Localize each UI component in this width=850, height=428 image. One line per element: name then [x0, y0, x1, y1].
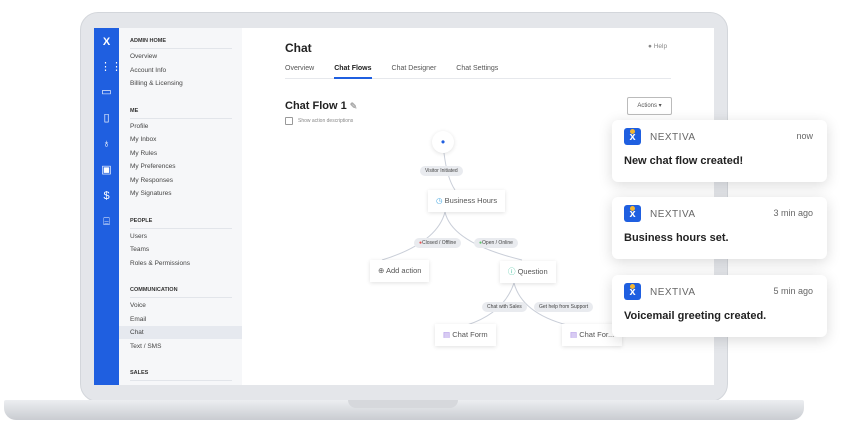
- nav-item-overview[interactable]: Overview: [130, 53, 158, 60]
- tab-chat-designer[interactable]: Chat Designer: [391, 65, 437, 72]
- node-label: Add action: [385, 266, 422, 275]
- clock-icon: ◷: [436, 196, 443, 205]
- node-label: Question: [517, 267, 548, 276]
- notification-message: New chat flow created!: [624, 155, 744, 167]
- node-chat-form-2[interactable]: ▤ Chat For...: [562, 324, 623, 346]
- nav-item-users[interactable]: Users: [130, 232, 147, 240]
- nextiva-logo-icon: x: [624, 128, 641, 145]
- notification-message: Voicemail greeting created.: [624, 310, 767, 322]
- tab-chat-settings[interactable]: Chat Settings: [456, 65, 499, 72]
- nav-item-account-info[interactable]: Account Info: [130, 66, 167, 74]
- node-question[interactable]: ⓘ Question: [500, 261, 556, 283]
- nav-section-heading: ME: [130, 108, 232, 119]
- flow-connectors: [381, 152, 568, 326]
- nav-item-roles-permissions[interactable]: Roles & Permissions: [130, 259, 190, 267]
- node-add-action[interactable]: ⊕ Add action: [370, 260, 430, 282]
- green-dot-icon: ●: [479, 240, 483, 246]
- notification-card[interactable]: x NEXTIVA 3 min ago Business hours set.: [612, 197, 827, 259]
- notification-card[interactable]: x NEXTIVA 5 min ago Voicemail greeting c…: [612, 275, 827, 337]
- nav-item-text-sms[interactable]: Text / SMS: [130, 342, 162, 350]
- node-label: Chat Form: [452, 330, 488, 339]
- nav-section-heading: COMMUNICATION: [130, 287, 232, 298]
- nav-item-teams[interactable]: Teams: [130, 246, 150, 253]
- notification-time: 3 min ago: [773, 208, 813, 218]
- page-title: Chat: [285, 41, 312, 55]
- question-icon: ⓘ: [508, 267, 516, 276]
- nav-section-heading: PEOPLE: [130, 218, 232, 229]
- nav-section-heading: SALES: [130, 370, 232, 381]
- document-icon[interactable]: ▯: [103, 112, 110, 124]
- edit-pencil-icon[interactable]: ✎: [349, 101, 358, 111]
- node-label: Business Hours: [444, 196, 498, 205]
- chat-bubble-start-icon[interactable]: ●: [432, 131, 454, 153]
- gift-icon[interactable]: ⌸: [103, 216, 110, 228]
- tab-overview[interactable]: Overview: [285, 65, 315, 72]
- notification-message: Business hours set.: [624, 232, 729, 244]
- notification-time: 5 min ago: [773, 286, 813, 296]
- edge-open-online: ●Open / Online: [474, 238, 518, 248]
- nav-item-my-inbox[interactable]: My Inbox: [130, 136, 157, 143]
- nextiva-logo-icon: x: [624, 205, 641, 222]
- notification-brand: NEXTIVA: [650, 287, 696, 298]
- flow-title-text: Chat Flow 1: [285, 100, 347, 112]
- edge-closed-offline: ●Closed / Offline: [414, 238, 462, 248]
- form-icon: ▤: [570, 330, 578, 339]
- edge-chat-with-sales: Chat with Sales: [482, 302, 527, 312]
- edge-get-help-support: Get help from Support: [534, 302, 594, 312]
- edge-label: Closed / Offline: [422, 240, 457, 246]
- nav-item-email[interactable]: Email: [130, 315, 147, 323]
- node-chat-form[interactable]: ▤ Chat Form: [435, 324, 496, 346]
- nav-item-billing-licensing[interactable]: Billing & Licensing: [130, 80, 183, 87]
- actions-dropdown[interactable]: Actions ▾: [627, 97, 672, 115]
- notification-time: now: [796, 131, 813, 141]
- nav-item-my-rules[interactable]: My Rules: [130, 149, 158, 157]
- nextiva-logo-icon[interactable]: X: [102, 36, 111, 48]
- edge-label: Open / Online: [482, 240, 513, 246]
- tab-chat-flows[interactable]: Chat Flows: [334, 65, 372, 79]
- help-link[interactable]: ● Help: [648, 43, 668, 50]
- nav-item-my-signatures[interactable]: My Signatures: [130, 190, 172, 197]
- show-descriptions-checkbox[interactable]: [285, 117, 293, 125]
- nav-item-voice[interactable]: Voice: [130, 302, 146, 309]
- notification-brand: NEXTIVA: [650, 132, 696, 143]
- flow-title: Chat Flow 1 ✎: [285, 100, 357, 112]
- notification-card[interactable]: x NEXTIVA now New chat flow created!: [612, 120, 827, 182]
- tab-bar: Overview Chat Flows Chat Designer Chat S…: [285, 65, 671, 79]
- node-label: Chat For...: [579, 330, 615, 339]
- apps-grid-icon[interactable]: ⋮⋮: [100, 61, 122, 73]
- nav-item-my-preferences[interactable]: My Preferences: [130, 163, 176, 170]
- laptop-notch: [348, 400, 458, 408]
- form-icon: ▤: [443, 330, 451, 339]
- red-dot-icon: ●: [419, 240, 423, 246]
- show-descriptions-label: Show action descriptions: [298, 118, 354, 124]
- nav-item-chat[interactable]: Chat: [119, 326, 242, 339]
- nextiva-logo-icon: x: [624, 283, 641, 300]
- nav-section-heading: ADMIN HOME: [130, 38, 232, 49]
- node-business-hours[interactable]: ◷ Business Hours: [428, 190, 506, 212]
- nav-item-my-responses[interactable]: My Responses: [130, 176, 173, 184]
- user-icon[interactable]: ♁: [102, 138, 111, 150]
- plus-circle-icon: ⊕: [378, 266, 385, 275]
- nav-item-profile[interactable]: Profile: [130, 122, 149, 130]
- laptop-base: [4, 400, 804, 420]
- main-content: Chat ● Help Overview Chat Flows Chat Des…: [242, 28, 714, 385]
- edge-visitor-initiated: Visitor Initiated: [420, 166, 463, 176]
- dollar-icon[interactable]: $: [103, 190, 110, 202]
- help-label: Help: [653, 43, 668, 50]
- icon-rail: X ⋮⋮ ▭ ▯ ♁ ▣ $ ⌸: [94, 28, 122, 385]
- briefcase-icon[interactable]: ▣: [101, 164, 112, 176]
- inbox-icon[interactable]: ▭: [101, 86, 112, 98]
- notification-brand: NEXTIVA: [650, 209, 696, 220]
